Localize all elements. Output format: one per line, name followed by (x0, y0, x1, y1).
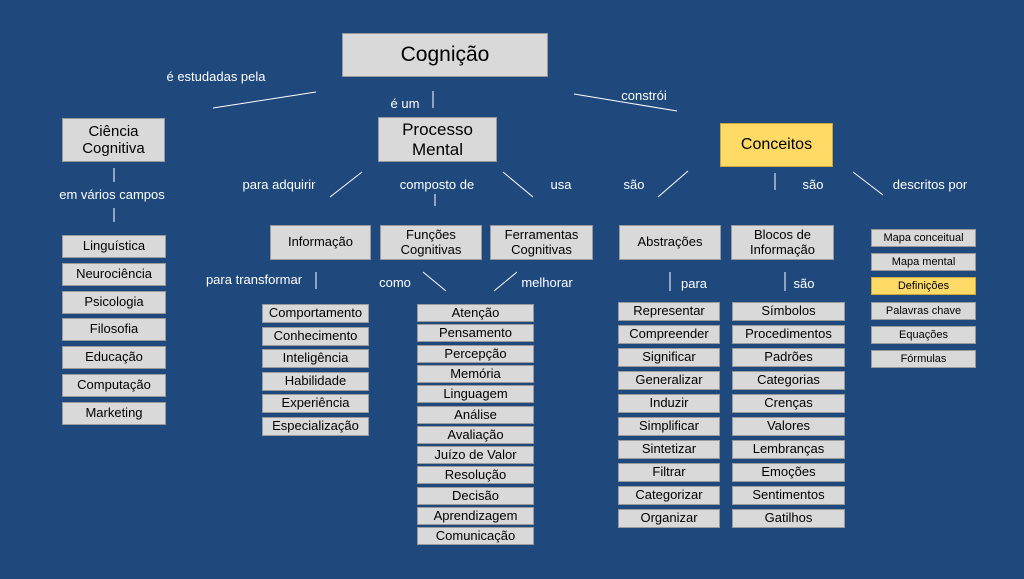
list-item-blocos: Lembranças (732, 440, 845, 459)
list-item-blocos: Categorias (732, 371, 845, 390)
list-item-fields: Linguística (62, 235, 166, 258)
node-ferramentas-cognitivas: Ferramentas Cognitivas (490, 225, 593, 260)
list-item-informacao: Habilidade (262, 372, 369, 391)
list-item-abstracoes: Generalizar (618, 371, 720, 390)
list-item-funcoes: Linguagem (417, 385, 534, 403)
list-item-blocos: Crenças (732, 394, 845, 413)
label-transform: para transformar (205, 272, 303, 287)
list-item-abstracoes: Significar (618, 348, 720, 367)
list-item-fields: Neurociência (62, 263, 166, 286)
connector-line (493, 271, 518, 292)
list-item-abstracoes: Representar (618, 302, 720, 321)
label-studied-by: é estudadas pela (166, 69, 266, 84)
node-blocos-de-informacao: Blocos de Informação (731, 225, 834, 260)
label-fields: em vários campos (59, 187, 165, 202)
list-item-descritos: Palavras chave (871, 302, 976, 320)
list-item-fields: Psicologia (62, 291, 166, 314)
list-item-blocos: Gatilhos (732, 509, 845, 528)
list-item-funcoes: Atenção (417, 304, 534, 322)
list-item-descritos: Definições (871, 277, 976, 295)
connector-line (573, 93, 678, 112)
connector-line (657, 170, 689, 198)
root-node: Cognição (342, 33, 548, 77)
connector-line (212, 91, 317, 109)
node-conceitos: Conceitos (720, 123, 833, 167)
list-item-abstracoes: Induzir (618, 394, 720, 413)
list-item-informacao: Inteligência (262, 349, 369, 368)
label-uses: usa (550, 177, 572, 192)
list-item-descritos: Mapa mental (871, 253, 976, 271)
list-item-blocos: Emoções (732, 463, 845, 482)
list-item-abstracoes: Organizar (618, 509, 720, 528)
list-item-fields: Marketing (62, 402, 166, 425)
node-processo-mental: Processo Mental (378, 117, 497, 162)
list-item-descritos: Fórmulas (871, 350, 976, 368)
label-how: como (379, 275, 411, 290)
list-item-funcoes: Análise (417, 406, 534, 424)
list-item-funcoes: Comunicação (417, 527, 534, 545)
list-item-abstracoes: Simplificar (618, 417, 720, 436)
list-item-funcoes: Percepção (417, 345, 534, 363)
list-item-blocos: Procedimentos (732, 325, 845, 344)
list-item-funcoes: Decisão (417, 487, 534, 505)
list-item-descritos: Mapa conceitual (871, 229, 976, 247)
list-item-funcoes: Resolução (417, 466, 534, 484)
label-builds: constrói (621, 88, 667, 103)
list-item-blocos: Símbolos (732, 302, 845, 321)
list-item-funcoes: Aprendizagem (417, 507, 534, 525)
list-item-blocos: Padrões (732, 348, 845, 367)
list-item-abstracoes: Sintetizar (618, 440, 720, 459)
list-item-descritos: Equações (871, 326, 976, 344)
list-item-funcoes: Memória (417, 365, 534, 383)
list-item-blocos: Valores (732, 417, 845, 436)
label-acquire: para adquirir (242, 177, 316, 192)
list-item-fields: Computação (62, 374, 166, 397)
node-informacao: Informação (270, 225, 371, 260)
label-is-a: é um (390, 96, 420, 111)
list-item-informacao: Especialização (262, 417, 369, 436)
connector-line (422, 271, 447, 292)
label-described-by: descritos por (892, 177, 968, 192)
node-abstracoes: Abstrações (619, 225, 721, 260)
label-to: para (680, 276, 708, 291)
label-composed-of: composto de (399, 177, 475, 192)
label-are-abstractions: são (623, 177, 645, 192)
label-are-block-items: são (793, 276, 815, 291)
list-item-funcoes: Avaliação (417, 426, 534, 444)
node-ciencia-cognitiva: Ciência Cognitiva (62, 118, 165, 162)
list-item-informacao: Experiência (262, 394, 369, 413)
list-item-fields: Filosofia (62, 318, 166, 341)
list-item-informacao: Comportamento (262, 304, 369, 323)
list-item-blocos: Sentimentos (732, 486, 845, 505)
list-item-abstracoes: Categorizar (618, 486, 720, 505)
list-item-informacao: Conhecimento (262, 327, 369, 346)
list-item-abstracoes: Compreender (618, 325, 720, 344)
list-item-funcoes: Pensamento (417, 324, 534, 342)
node-funcoes-cognitivas: Funções Cognitivas (380, 225, 482, 260)
connector-line (502, 171, 534, 198)
label-improve: melhorar (521, 275, 573, 290)
list-item-abstracoes: Filtrar (618, 463, 720, 482)
label-are-blocks: são (802, 177, 824, 192)
list-item-funcoes: Juízo de Valor (417, 446, 534, 464)
connector-line (329, 171, 363, 198)
connector-line (852, 171, 884, 196)
list-item-fields: Educação (62, 346, 166, 369)
